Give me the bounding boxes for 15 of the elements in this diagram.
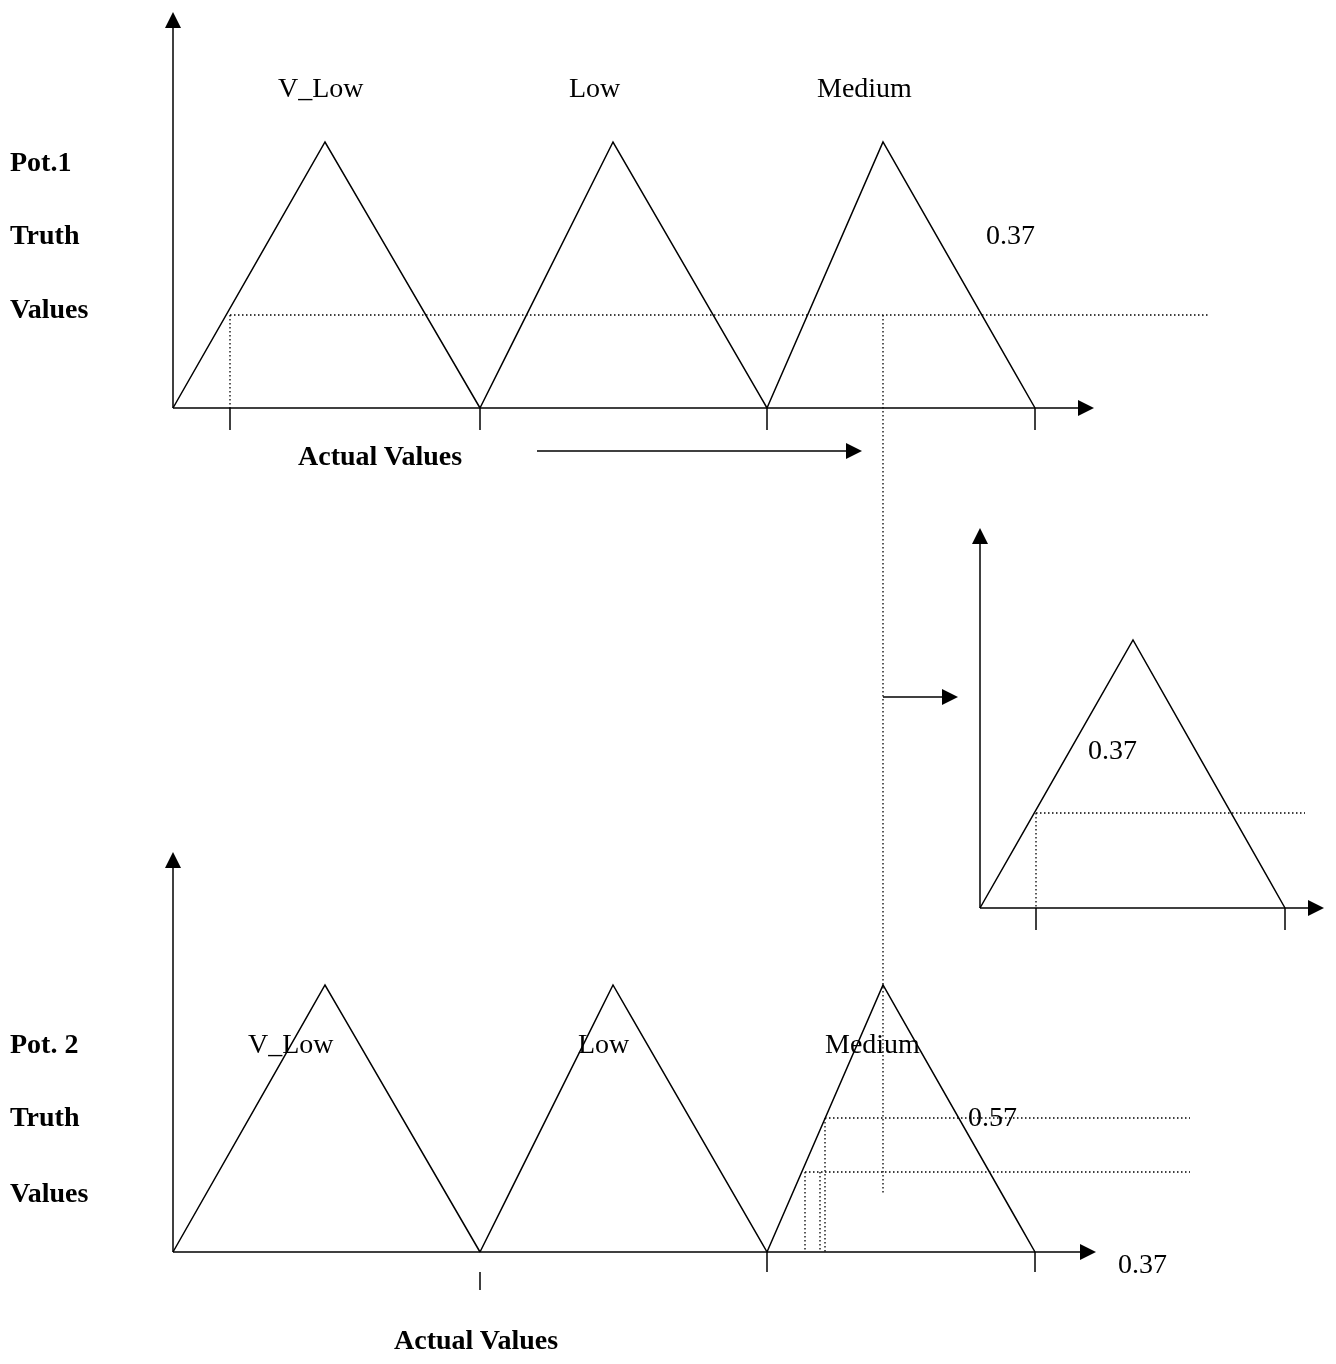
axis-label: Pot. 2 <box>10 1028 79 1060</box>
set-label: V_Low <box>278 72 364 104</box>
value-label: 0.57 <box>968 1101 1017 1133</box>
axis-title: Actual Values <box>298 440 463 472</box>
axis-label: Values <box>10 293 89 325</box>
axis-label: Pot.1 <box>10 146 72 178</box>
axis-label: Truth <box>10 219 80 251</box>
set-label: Low <box>569 72 621 104</box>
axis-label: Truth <box>10 1101 80 1133</box>
axis-title: Actual Values <box>394 1324 559 1356</box>
value-label: 0.37 <box>1118 1248 1167 1280</box>
set-label: Medium <box>817 72 912 104</box>
value-label: 0.37 <box>986 219 1035 251</box>
axis-label: Values <box>10 1177 89 1209</box>
value-label: 0.37 <box>1088 734 1137 766</box>
